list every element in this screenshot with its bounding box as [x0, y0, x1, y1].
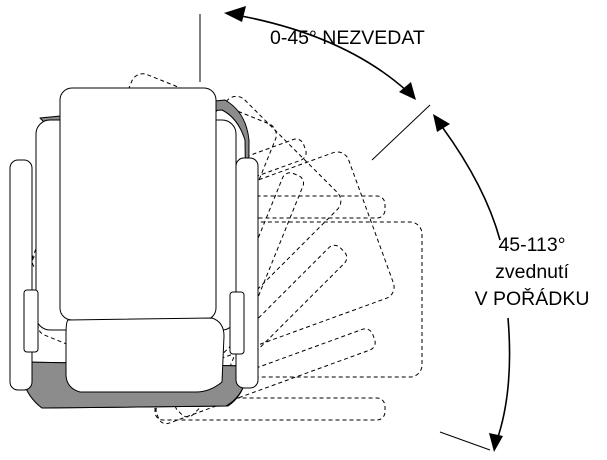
lift-word-text: zvednutí	[495, 261, 569, 283]
lift-arc-arrow	[439, 123, 511, 441]
hinge-left	[23, 289, 39, 353]
arrowhead-left-icon	[224, 6, 246, 22]
arrowhead-up-left-icon	[433, 114, 450, 132]
arrowhead-down-right-icon	[399, 82, 416, 100]
backrest-outline	[78, 95, 342, 360]
backrest-cushion	[59, 87, 217, 321]
arrowheads	[224, 6, 503, 452]
reference-lines	[199, 14, 491, 451]
max-tilt-reference-line	[439, 431, 491, 451]
backrest-outline	[191, 221, 423, 378]
seat-cushion	[65, 317, 225, 393]
arrowhead-down-icon	[489, 433, 503, 452]
no-lift-label: 0-45° NEZVEDAT	[270, 27, 425, 49]
arrows	[235, 14, 511, 441]
upright-seat	[9, 87, 259, 409]
45-degree-reference-line	[371, 104, 431, 161]
armrest-left	[9, 159, 33, 391]
armrest-right-outline	[154, 397, 386, 421]
hinge-right	[229, 291, 245, 355]
armrest-right-outline	[174, 244, 348, 418]
armrest-right-outline	[155, 328, 376, 425]
lift-ok-label: 45-113° zvednutí V POŘÁDKU	[462, 232, 602, 313]
lift-range-text: 45-113°	[498, 234, 566, 256]
backrest-outline	[131, 151, 395, 370]
no-lift-arc-arrow	[235, 14, 409, 93]
lift-ok-text: V POŘÁDKU	[474, 288, 590, 310]
